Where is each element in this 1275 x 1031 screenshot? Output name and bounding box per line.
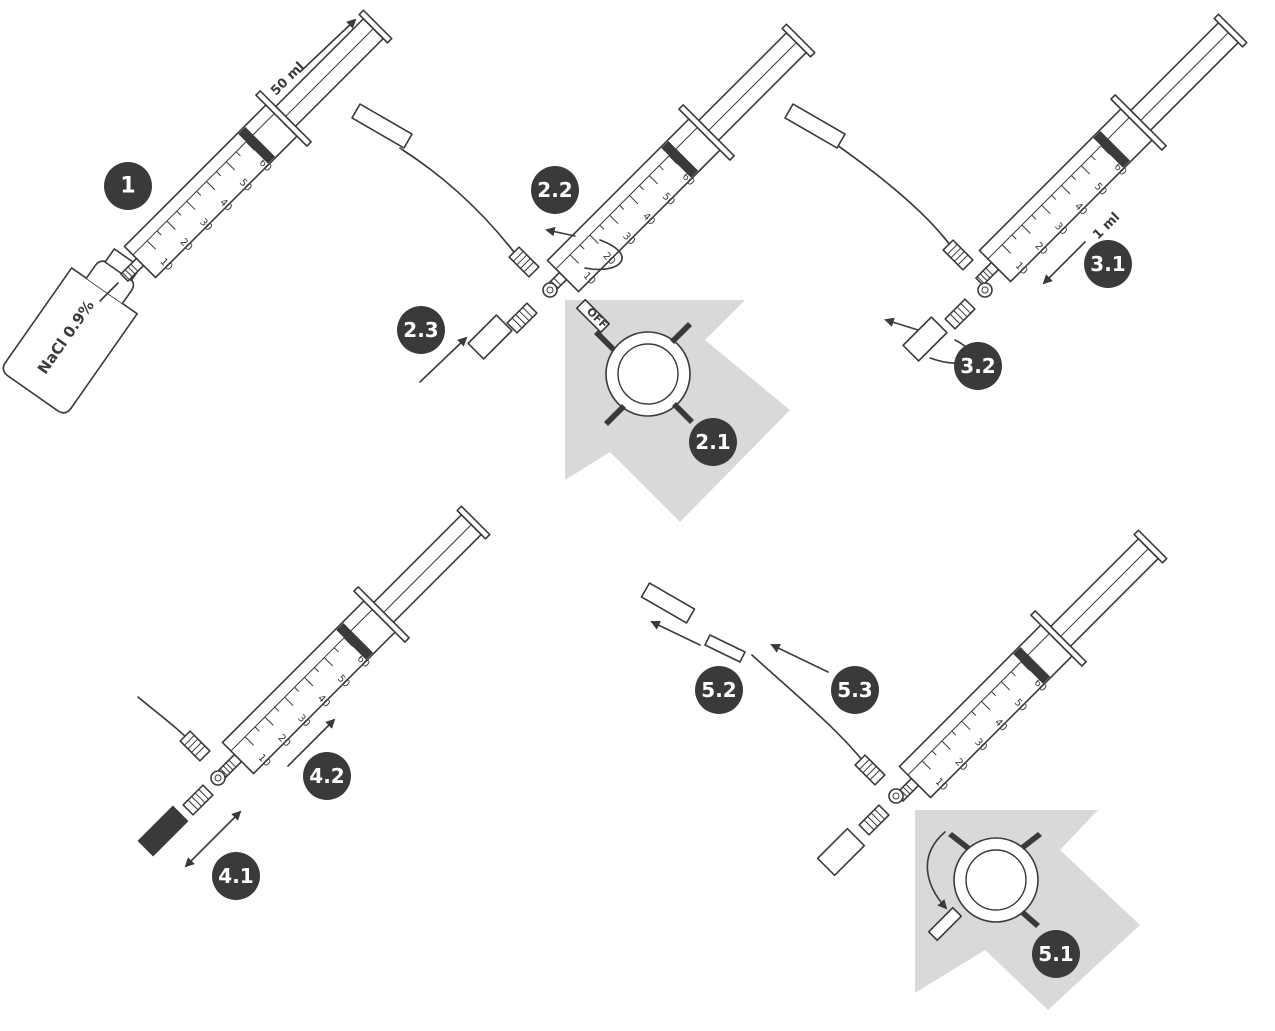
panel-step-3: 1 ml 3.1 3.2 [784, 2, 1259, 390]
valve-zoom-background-5 [915, 810, 1140, 1010]
extension-tubing-3 [829, 139, 956, 253]
syringe-step-5 [873, 518, 1179, 824]
step-3-1-badge: 3.1 [1084, 240, 1132, 288]
svg-text:2.3: 2.3 [403, 318, 438, 342]
panel-step-5: 5.1 5.2 5.3 [640, 518, 1179, 1010]
svg-text:4.1: 4.1 [218, 864, 253, 888]
syringe-step-1 [98, 0, 404, 304]
step-2-3-badge: 2.3 [397, 306, 445, 354]
svg-text:2.2: 2.2 [537, 178, 572, 202]
panel-step-4: 4.1 4.2 [137, 494, 502, 900]
syringe-step-2 [521, 12, 827, 318]
volume-1ml-label: 1 ml [1090, 210, 1123, 243]
step-2-2-badge: 2.2 [531, 166, 579, 214]
step-5-3-badge: 5.3 [831, 666, 879, 714]
syringe-step-4 [196, 494, 502, 800]
stopcock-valve-detail-5 [927, 832, 1042, 942]
svg-text:3.2: 3.2 [960, 354, 995, 378]
svg-text:5.1: 5.1 [1038, 942, 1073, 966]
step-5-2-badge: 5.2 [695, 666, 743, 714]
draw-50ml-arrow [299, 18, 357, 73]
step-3-2-badge: 3.2 [954, 342, 1002, 390]
svg-text:3.1: 3.1 [1090, 252, 1125, 276]
svg-text:5.3: 5.3 [837, 678, 872, 702]
saline-vial: NaCl 0.9% [2, 248, 142, 414]
svg-text:4.2: 4.2 [309, 764, 344, 788]
panel-step-2: OFF 2.1 2.2 2 [351, 12, 827, 522]
step-4-1-badge: 4.1 [212, 852, 260, 900]
svg-text:5.2: 5.2 [701, 678, 736, 702]
panel-step-1: NaCl 0.9% 50 ml 1 [2, 0, 404, 414]
step-1-badge: 1 [104, 162, 152, 210]
svg-text:2.1: 2.1 [695, 430, 730, 454]
stopcock-valve-detail-2: OFF [575, 298, 694, 426]
step-4-2-badge: 4.2 [303, 752, 351, 800]
step-2-1-badge: 2.1 [689, 418, 737, 466]
step-5-1-badge: 5.1 [1032, 930, 1080, 978]
svg-text:1: 1 [120, 174, 135, 199]
extension-tubing-2 [399, 147, 521, 261]
